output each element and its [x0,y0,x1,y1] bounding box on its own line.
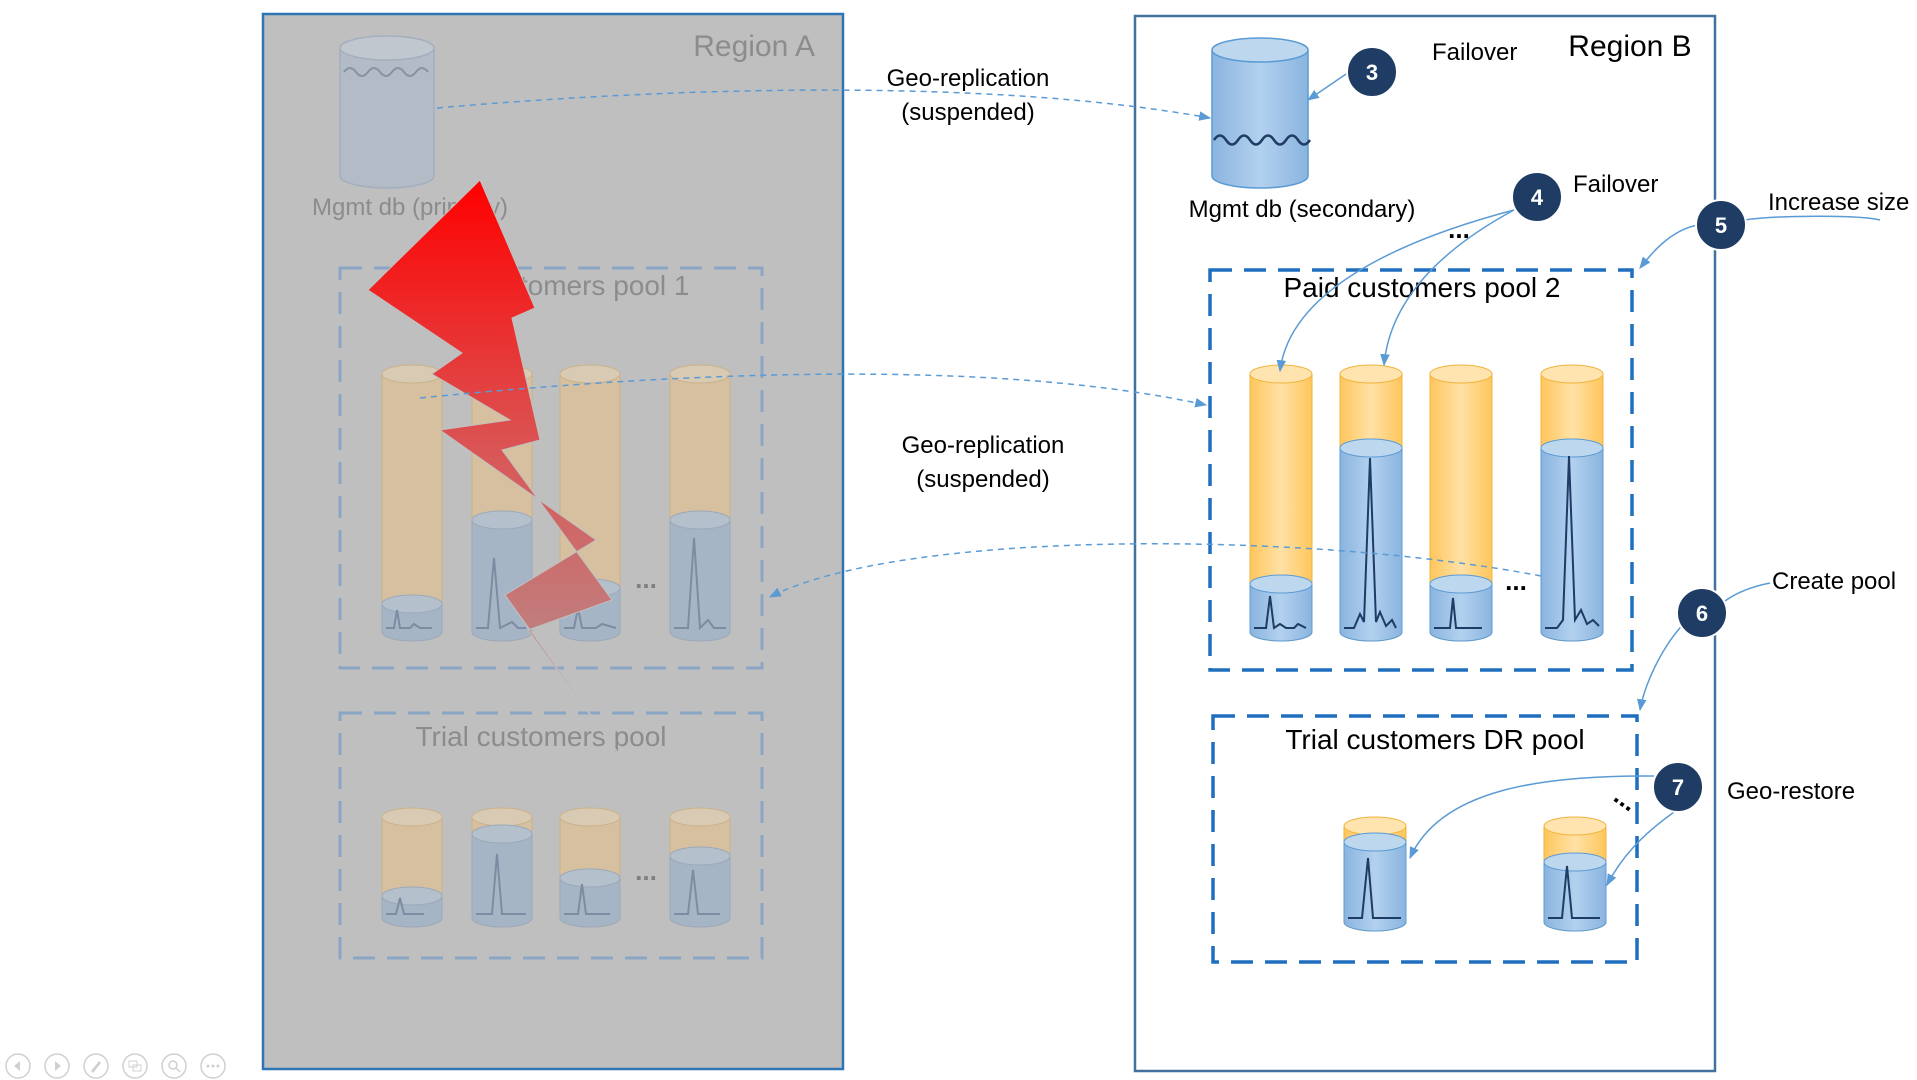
mgmt-replication-label-line2: (suspended) [901,99,1034,126]
pool-back-arrow [768,543,1542,598]
step-3-arrow [1307,71,1350,101]
paid-pool-2-ellipsis: ... [1505,566,1527,596]
region-b-box [1133,14,1717,1073]
step-5-arrow [1639,224,1699,269]
player-controls [4,1052,227,1080]
trial-pool-box [338,711,764,960]
paid-pool-1-box [338,266,764,670]
mgmt-db-secondary-label: Mgmt db (secondary) [1189,196,1416,223]
step-6-line [1724,582,1771,602]
step-3-badge [1346,46,1398,98]
step-4-arrow-b [1380,209,1515,367]
trial-dr-pool-box [1211,714,1639,964]
trial-dr-pool-databases [1343,816,1607,932]
step-5-number: 5 [1715,213,1727,238]
mgmt-db-secondary [1211,37,1312,189]
step-3-number: 3 [1366,60,1378,85]
trial-pool-databases [381,807,731,928]
region-a: Region A Mgmt db (primary) Paid customer… [261,12,845,1071]
region-a-box [261,12,845,1071]
step-6-number: 6 [1696,601,1708,626]
mgmt-replication-arrow [436,89,1212,121]
pool-replication-label-line1: Geo-replication [902,432,1065,459]
region-b-title: Region B [1568,30,1691,63]
step-3-label: Failover [1432,39,1517,66]
step-7-badge [1652,761,1704,813]
paid-pool-2-box [1208,268,1634,672]
replication-connectors [419,89,1542,598]
step-4-badge [1511,171,1563,223]
mgmt-replication-label-line1: Geo-replication [887,65,1050,92]
pool-replication-arrow [419,373,1208,408]
step-5-badge [1695,199,1747,251]
trial-pool-ellipsis: ... [635,856,657,886]
step-6-badge [1676,587,1728,639]
step-badges: 3 4 5 6 7 [1346,46,1747,813]
trial-pool-label: Trial customers pool [415,721,666,752]
paid-pool-2-databases [1249,364,1604,642]
step-4-arrow-a [1276,209,1515,373]
mgmt-db-primary [339,35,435,189]
step-7-number: 7 [1672,775,1684,800]
paid-pool-1-ellipsis: ... [635,564,657,594]
step-7-arrow-b [1606,807,1681,887]
step-7-arrow-a [1409,775,1655,860]
region-a-title: Region A [693,30,815,63]
region-b: Region B Mgmt db (secondary) ... Paid cu… [1133,14,1717,1073]
step-5-label: Increase size [1768,189,1909,216]
step-5-line [1743,215,1881,221]
step-7-label: Geo-restore [1727,778,1855,805]
step-4-number: 4 [1531,185,1544,210]
step-6-label: Create pool [1772,568,1896,595]
trial-dr-pool-label: Trial customers DR pool [1285,724,1584,755]
paid-pool-2-label: Paid customers pool 2 [1283,272,1560,303]
step-4-label: Failover [1573,171,1658,198]
top-ellipsis: ... [1448,214,1470,244]
lightning-bolt-icon [367,179,666,819]
pool-replication-label-line2: (suspended) [916,466,1049,493]
